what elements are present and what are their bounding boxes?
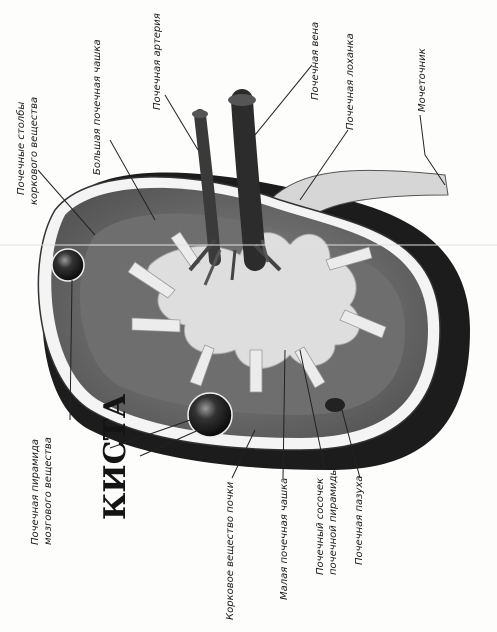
label-renal-artery: Почечная артерия [152,13,163,110]
label-renal-vein: Почечная вена [310,22,321,100]
label-renal-pelvis: Почечная лоханка [345,33,356,130]
papilla-spot [325,398,345,412]
cyst-lower [188,393,232,437]
label-sinus: Почечная пазуха [354,476,365,565]
label-ureter: Мочеточник [417,48,428,112]
label-minor-calyx: Малая почечная чашка [279,478,290,600]
label-cortical-columns-2: коркового вещества [29,97,40,205]
label-pyramid-1: Почечная пирамида [30,439,41,545]
renal-vein [242,100,255,260]
label-cyst: КИСТА [98,393,133,520]
label-pyramid-2: мозгового вещества [43,437,54,545]
cyst-upper [52,249,84,281]
label-papilla-1: Почечный сосочек [315,478,326,575]
label-cortical-columns-1: Почечные столбы [15,102,27,195]
label-major-calyx: Большая почечная чашка [92,39,103,175]
label-cortex: Корковое вещество почки [225,481,236,620]
label-papilla-2: почечной пирамиды [328,468,339,575]
